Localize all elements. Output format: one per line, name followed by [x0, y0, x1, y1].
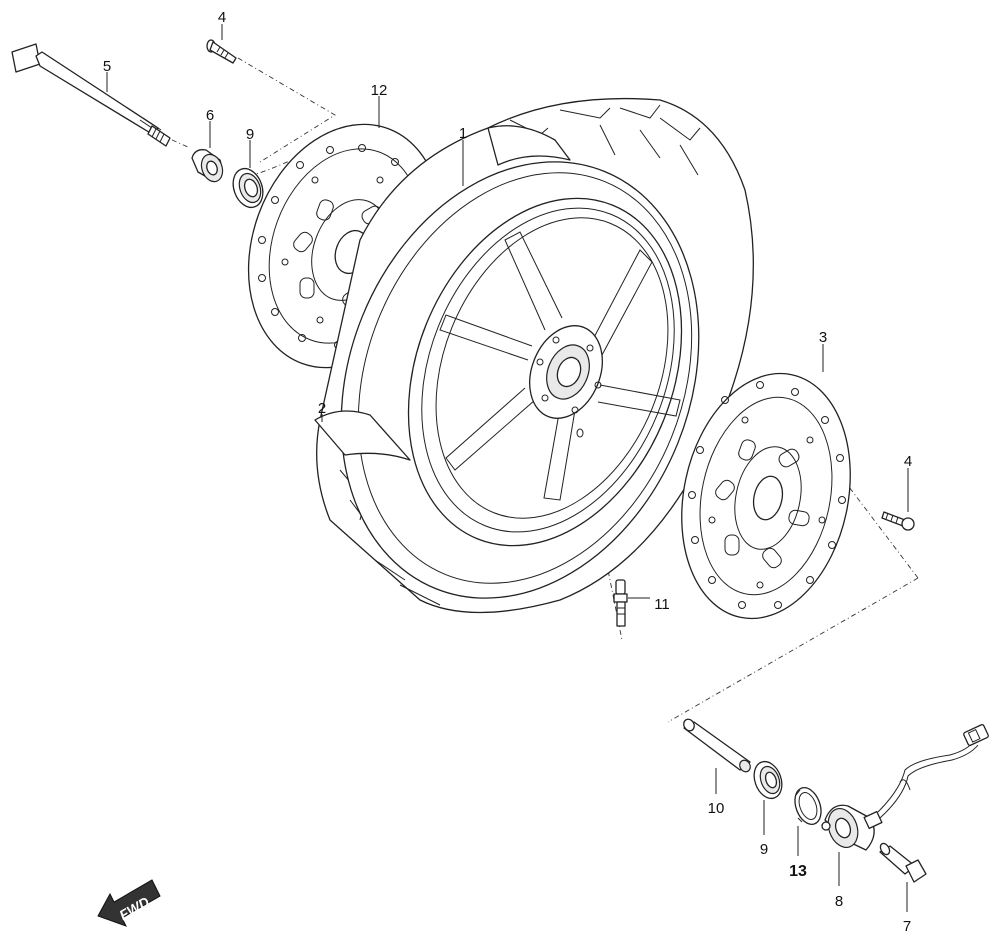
callout-2: 2	[318, 400, 326, 417]
wheel-bearing-left	[232, 167, 264, 209]
callout-9: 9	[760, 841, 768, 858]
sensor-collar-bolt	[879, 842, 927, 883]
callout-1: 1	[459, 125, 467, 142]
front-wheel-assembly	[314, 97, 754, 614]
callout-10: 10	[708, 800, 725, 817]
tire-valve	[613, 579, 628, 627]
leader-lines	[106, 24, 909, 912]
disc-bolt-right	[881, 511, 915, 531]
callout-11: 11	[654, 596, 670, 613]
callout-13: 13	[789, 863, 807, 880]
axle-collar	[191, 149, 224, 183]
callout-12: 12	[371, 82, 388, 99]
callout-4: 4	[904, 453, 912, 470]
sensor-cable	[877, 724, 989, 819]
disc-bolt-top	[206, 39, 237, 64]
retaining-ring	[794, 787, 822, 825]
front-axle	[11, 43, 171, 147]
wheel-spacer	[683, 718, 751, 773]
callout-8: 8	[835, 893, 843, 910]
callout-3: 3	[819, 329, 827, 346]
speed-sensor-gearbox	[821, 804, 883, 851]
callout-9: 9	[246, 126, 254, 143]
brake-disc-right	[681, 372, 851, 620]
callout-7: 7	[903, 918, 911, 935]
forward-direction-arrow: FWD	[97, 879, 161, 927]
callout-6: 6	[206, 107, 214, 124]
wheel-bearing-right	[753, 760, 783, 800]
callout-5: 5	[103, 58, 111, 75]
callout-4: 4	[218, 9, 226, 26]
